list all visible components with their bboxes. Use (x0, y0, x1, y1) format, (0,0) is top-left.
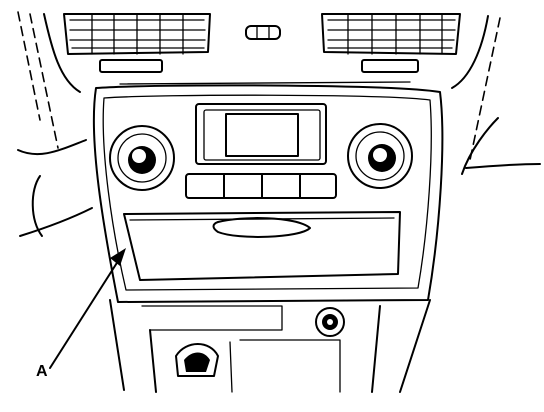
callout-a-label: A (36, 363, 48, 380)
center-bezel (92, 84, 444, 303)
lower-console (109, 299, 431, 393)
center-display (195, 103, 327, 165)
right-air-vent (321, 13, 461, 73)
steering-wheel-edge (17, 139, 93, 237)
left-air-vent (63, 13, 211, 73)
right-side-trim (461, 117, 541, 175)
button-row (185, 173, 337, 199)
left-rotary-knob (109, 125, 175, 191)
callout-a-arrow (49, 248, 126, 369)
right-rotary-knob (347, 123, 413, 189)
shift-knob (175, 343, 219, 377)
hazard-switch (245, 25, 281, 40)
dashboard-upper-outline (17, 11, 501, 161)
storage-pocket (123, 211, 401, 281)
accessory-socket (315, 307, 345, 337)
